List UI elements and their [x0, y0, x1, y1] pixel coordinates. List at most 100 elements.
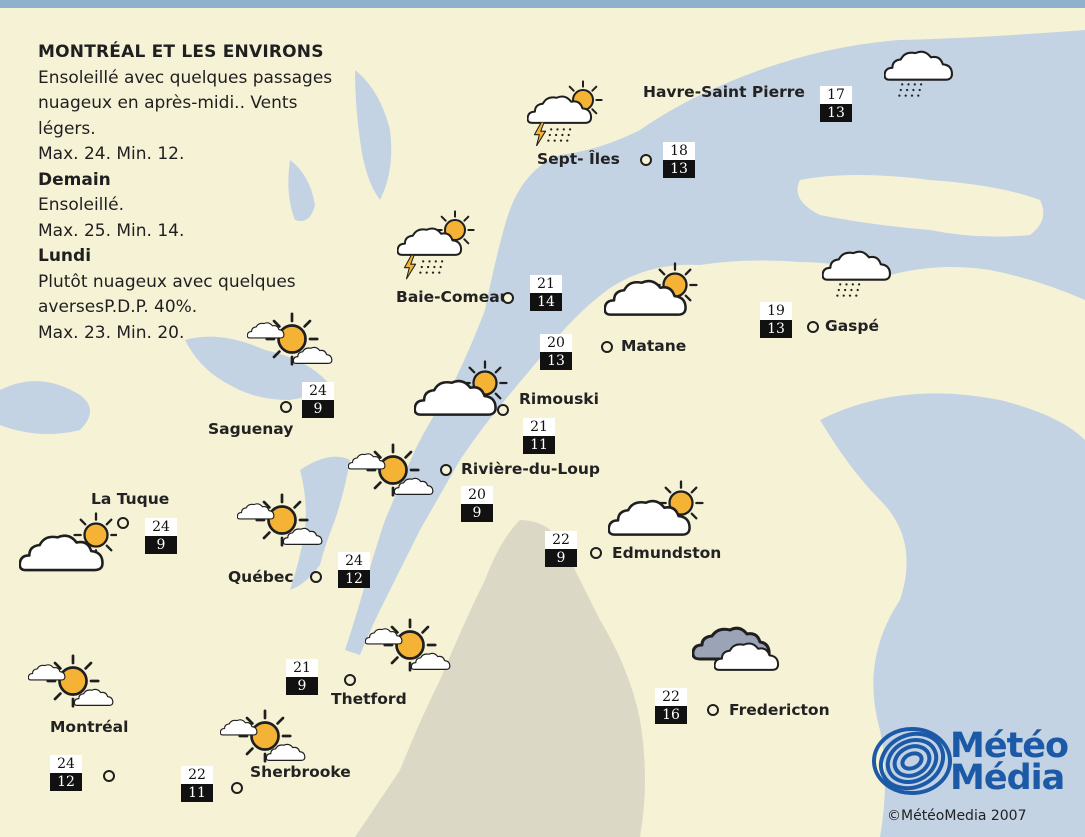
city-label-sept-iles: Sept- Îles	[537, 150, 620, 168]
city-label-montreal: Montréal	[50, 718, 129, 736]
max-temp: 22	[655, 688, 687, 706]
rain-cloud-icon	[884, 50, 954, 97]
max-temp: 17	[820, 86, 852, 104]
max-temp: 24	[50, 755, 82, 773]
min-temp: 11	[181, 784, 213, 802]
sun-with-clouds-icon	[365, 618, 451, 672]
sun-with-clouds-icon	[247, 312, 333, 366]
city-label-riviere-du-loup: Rivière-du-Loup	[461, 460, 600, 478]
max-temp: 24	[338, 552, 370, 570]
today-max-min: Max. 24. Min. 12.	[38, 144, 185, 164]
today-forecast-line: nuageux en après-midi.. Vents	[38, 93, 298, 113]
sun-behind-cloud-icon	[19, 512, 117, 572]
city-marker	[502, 292, 514, 304]
city-label-saguenay: Saguenay	[208, 420, 294, 438]
sun-with-clouds-icon	[237, 493, 323, 547]
max-temp: 21	[286, 659, 318, 677]
today-forecast-line: légers.	[38, 118, 96, 139]
max-temp: 22	[181, 766, 213, 784]
thunderstorm-sun-icon	[527, 80, 603, 146]
tomorrow-forecast: Ensoleillé.	[38, 195, 124, 215]
city-marker	[231, 782, 243, 794]
city-label-quebec: Québec	[228, 568, 294, 586]
city-marker	[707, 704, 719, 716]
water-area	[355, 70, 392, 200]
city-label-fredericton: Fredericton	[729, 701, 830, 719]
monday-title: Lundi	[38, 246, 92, 266]
monday-max-min: Max. 23. Min. 20.	[38, 322, 185, 343]
monday-forecast-line: aversesP.D.P. 40%.	[38, 297, 198, 317]
min-temp: 12	[338, 570, 370, 588]
city-marker	[590, 547, 602, 559]
city-label-thetford: Thetford	[331, 690, 407, 708]
forecast-panel: MONTRÉAL ET LES ENVIRONS Ensoleillé avec…	[38, 40, 378, 346]
cloudy-icon	[692, 626, 780, 671]
logo-text: Média	[950, 758, 1065, 798]
city-label-la-tuque: La Tuque	[91, 490, 170, 508]
min-temp: 11	[523, 436, 555, 454]
copyright-text: ©MétéoMedia 2007	[887, 808, 1027, 824]
max-temp: 21	[530, 275, 562, 293]
meteomedia-logo: Météo Média	[868, 720, 1078, 800]
city-label-havre-saint-pierre: Havre-Saint Pierre	[643, 83, 805, 101]
city-label-edmundston: Edmundston	[612, 544, 722, 562]
min-temp: 13	[663, 160, 695, 178]
region-title: MONTRÉAL ET LES ENVIRONS	[38, 42, 324, 62]
min-temp: 9	[461, 504, 493, 522]
today-forecast-line: Ensoleillé avec quelques passages	[38, 67, 333, 88]
min-temp: 9	[545, 549, 577, 567]
min-temp: 13	[760, 320, 792, 338]
max-temp: 20	[540, 334, 572, 352]
tomorrow-title: Demain	[38, 169, 111, 190]
max-temp: 24	[145, 518, 177, 536]
city-label-baie-comeau: Baie-Comeau	[396, 288, 511, 306]
city-marker	[310, 571, 322, 583]
sun-with-clouds-icon	[28, 654, 114, 708]
sun-with-clouds-icon	[220, 709, 306, 763]
usa-area	[355, 520, 645, 837]
city-marker	[497, 404, 509, 416]
water-area	[0, 381, 90, 434]
city-label-sherbrooke: Sherbrooke	[250, 763, 351, 781]
max-temp: 18	[663, 142, 695, 160]
city-label-gaspe: Gaspé	[825, 317, 880, 335]
island	[797, 175, 1044, 237]
water-area	[290, 456, 350, 590]
tomorrow-max-min: Max. 25. Min. 14.	[38, 220, 185, 241]
city-marker	[344, 674, 356, 686]
min-temp: 9	[302, 400, 334, 418]
sun-behind-cloud-icon	[608, 480, 704, 536]
water-area	[288, 160, 315, 221]
city-marker	[280, 401, 292, 413]
water-area	[185, 336, 330, 400]
min-temp: 14	[530, 293, 562, 311]
max-temp: 24	[302, 382, 334, 400]
min-temp: 9	[145, 536, 177, 554]
city-marker	[103, 770, 115, 782]
sun-with-clouds-icon	[348, 443, 434, 497]
min-temp: 9	[286, 677, 318, 695]
city-marker	[640, 154, 652, 166]
rain-cloud-icon	[822, 250, 892, 297]
monday-forecast-line: Plutôt nuageux avec quelques	[38, 271, 296, 292]
city-label-matane: Matane	[621, 337, 687, 355]
min-temp: 16	[655, 706, 687, 724]
sun-behind-cloud-icon	[604, 262, 698, 316]
city-marker	[601, 341, 613, 353]
min-temp: 13	[540, 352, 572, 370]
